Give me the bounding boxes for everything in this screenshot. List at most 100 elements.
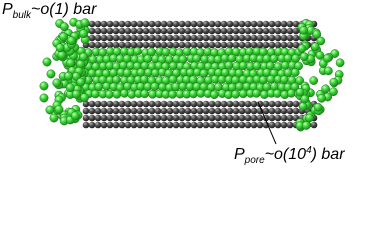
wall-atom	[190, 121, 198, 129]
wall-atom	[94, 121, 102, 129]
wall-atom	[226, 107, 234, 115]
wall-atom	[94, 41, 102, 49]
wall-atom	[196, 121, 204, 129]
wall-atom	[142, 114, 150, 122]
wall-atom	[148, 114, 156, 122]
wall-atom	[208, 34, 216, 42]
wall-atom	[280, 114, 288, 122]
wall-atom	[82, 121, 90, 129]
wall-atom	[82, 114, 90, 122]
wall-atom	[154, 34, 162, 42]
wall-atom	[286, 100, 294, 108]
wall-atom	[106, 41, 114, 49]
fluid-molecule	[67, 36, 76, 46]
wall-atom	[310, 121, 318, 129]
wall-atom	[226, 100, 234, 108]
fluid-molecule	[65, 83, 75, 93]
wall-atom	[202, 34, 210, 42]
wall-atom	[196, 34, 204, 42]
wall-atom	[148, 20, 156, 28]
wall-atom	[220, 41, 228, 49]
fluid-molecule	[312, 30, 322, 39]
wall-atom	[214, 107, 222, 115]
wall-atom	[136, 34, 144, 42]
wall-atom	[286, 20, 294, 28]
fluid-molecule	[71, 89, 81, 99]
wall-atom	[112, 100, 120, 108]
wall-atom	[112, 114, 120, 122]
wall-atom	[106, 100, 114, 108]
wall-atom	[100, 107, 108, 115]
wall-atom	[214, 27, 222, 35]
wall-atom	[106, 107, 114, 115]
wall-atom	[196, 20, 204, 28]
wall-atom	[238, 100, 246, 108]
fluid-molecule	[313, 102, 323, 112]
wall-atom	[172, 20, 180, 28]
fluid-molecule	[301, 121, 311, 130]
fluid-molecule	[329, 87, 338, 97]
wall-atom	[250, 41, 258, 49]
fluid-molecule	[189, 89, 198, 99]
wall-atom	[292, 34, 300, 42]
wall-atom	[88, 20, 96, 28]
wall-atom	[148, 41, 156, 49]
wall-atom	[154, 41, 162, 49]
wall-atom	[166, 107, 174, 115]
wall-atom	[286, 107, 294, 115]
wall-atom	[190, 107, 198, 115]
bulk-molecule	[45, 105, 55, 115]
wall-atom	[292, 100, 300, 108]
wall-atom	[232, 27, 240, 35]
wall-atom	[202, 121, 210, 129]
wall-atom	[232, 114, 240, 122]
fluid-molecule	[133, 46, 142, 56]
fluid-molecule	[94, 82, 104, 92]
wall-atom	[274, 20, 282, 28]
wall-atom	[130, 107, 138, 115]
fluid-molecule	[120, 89, 129, 98]
fluid-molecule	[310, 42, 320, 52]
wall-atom	[136, 107, 144, 115]
fluid-molecule	[52, 78, 62, 88]
wall-atom	[208, 20, 216, 28]
wall-atom	[100, 27, 108, 35]
wall-atom	[178, 20, 186, 28]
wall-atom	[94, 34, 102, 42]
wall-atom	[160, 34, 168, 42]
wall-atom	[274, 34, 282, 42]
fluid-molecule	[57, 50, 67, 60]
wall-atom	[214, 41, 222, 49]
wall-atom	[250, 107, 258, 115]
wall-atom	[262, 27, 270, 35]
wall-atom	[256, 121, 264, 129]
fluid-molecule	[80, 18, 90, 28]
wall-atom	[88, 107, 96, 115]
wall-atom	[280, 100, 288, 108]
wall-atom	[136, 27, 144, 35]
wall-atom	[244, 121, 252, 129]
wall-atom	[154, 27, 162, 35]
wall-atom	[130, 121, 138, 129]
fluid-molecule	[168, 90, 177, 99]
wall-atom	[112, 27, 120, 35]
wall-atom	[226, 121, 234, 129]
wall-atom	[88, 34, 96, 42]
wall-atom	[202, 20, 210, 28]
wall-atom	[88, 121, 96, 129]
fluid-molecule	[317, 93, 326, 103]
wall-atom	[166, 100, 174, 108]
wall-atom	[202, 41, 210, 49]
fluid-molecule	[335, 58, 345, 68]
fluid-molecule	[54, 104, 64, 114]
wall-atom	[208, 41, 216, 49]
wall-atom	[268, 114, 276, 122]
wall-atom	[220, 20, 228, 28]
wall-atom	[220, 100, 228, 108]
fluid-molecule	[79, 52, 88, 62]
wall-atom	[244, 41, 252, 49]
wall-atom	[112, 121, 120, 129]
wall-atom	[160, 20, 168, 28]
fluid-molecule	[55, 43, 65, 53]
wall-atom	[130, 27, 138, 35]
